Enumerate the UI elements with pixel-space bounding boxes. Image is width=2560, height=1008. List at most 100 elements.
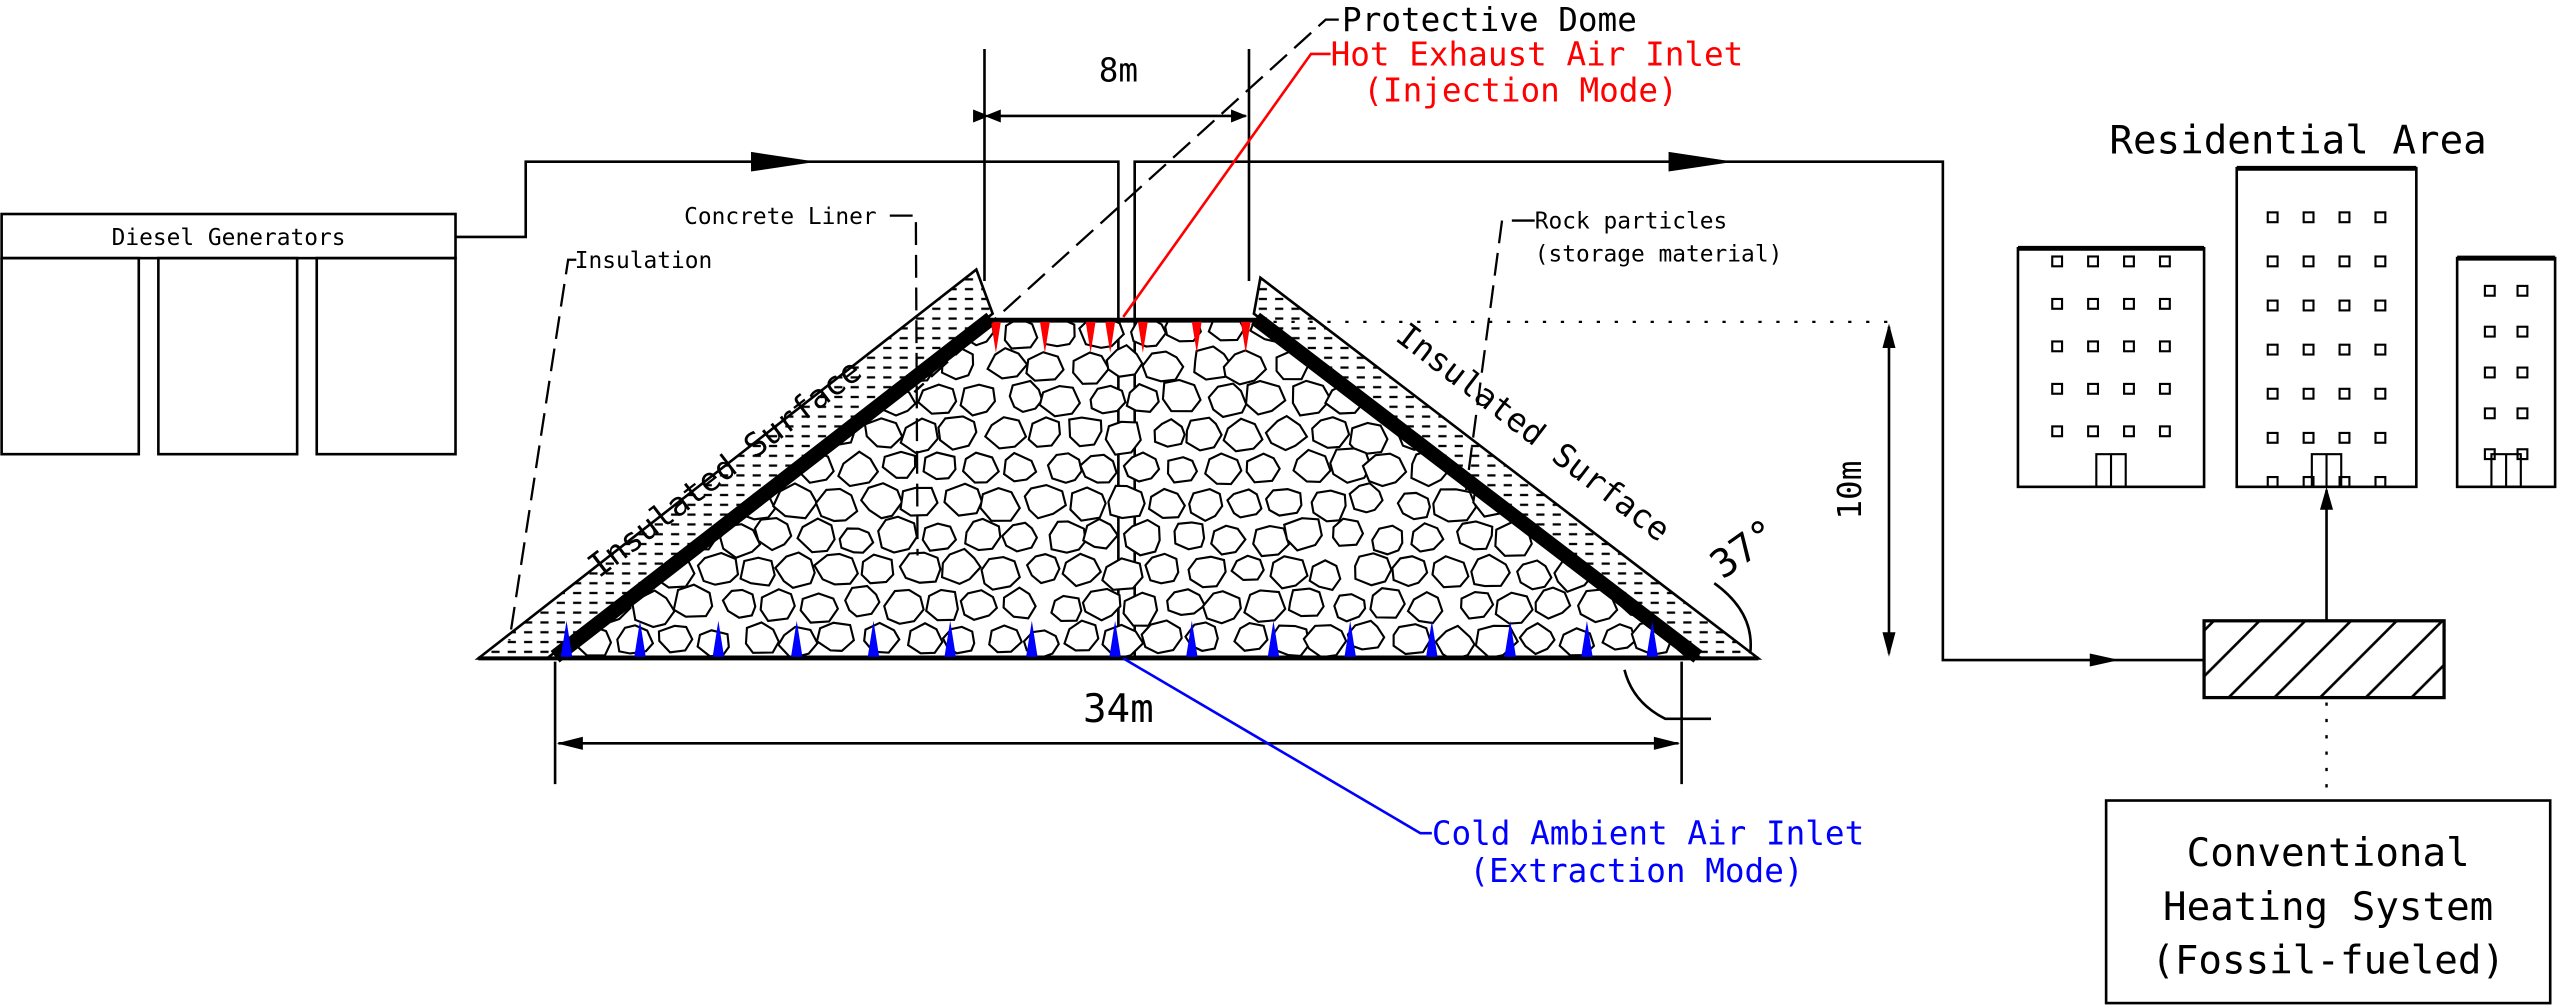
generator-unit	[157, 256, 299, 456]
cold-nozzle-icon	[1504, 620, 1516, 657]
cold-nozzle-icon	[712, 620, 725, 657]
rock	[979, 487, 1021, 522]
residential-buildings	[2016, 165, 2557, 489]
window	[2374, 343, 2387, 356]
rock	[1230, 554, 1265, 582]
window	[2302, 255, 2315, 268]
rock	[1226, 488, 1263, 519]
rock	[1698, 385, 1729, 414]
rock	[796, 517, 836, 554]
rock	[1434, 624, 1476, 657]
rock	[1640, 421, 1678, 454]
rock	[672, 583, 714, 618]
window	[2302, 343, 2315, 356]
window	[2374, 255, 2387, 268]
rock	[921, 522, 958, 552]
rock	[1348, 421, 1389, 456]
rock	[1101, 557, 1144, 591]
rock	[572, 349, 614, 384]
rock	[1396, 491, 1431, 521]
rock	[814, 487, 859, 523]
rock	[916, 383, 958, 415]
rock	[881, 450, 917, 479]
rock	[799, 592, 840, 624]
rock	[1302, 624, 1348, 657]
rock	[986, 346, 1029, 380]
rock	[558, 346, 571, 384]
rock	[961, 451, 1000, 484]
dim-8m-label: 8m	[1099, 52, 1138, 90]
rock-particles-label-1: Rock particles	[1535, 209, 1728, 235]
rock	[964, 517, 1002, 552]
rock	[1107, 484, 1146, 520]
window	[2051, 340, 2064, 353]
cold-inlet-nozzles	[560, 620, 1658, 657]
cold-nozzle-icon	[560, 620, 573, 657]
rock	[658, 419, 694, 450]
window	[2158, 340, 2171, 353]
cold-nozzle-icon	[1267, 620, 1280, 657]
rock	[718, 320, 759, 352]
rock	[657, 624, 694, 654]
rock	[815, 621, 856, 652]
protective-dome-leader	[913, 18, 1339, 393]
rock	[988, 624, 1023, 654]
window	[2302, 387, 2315, 400]
diesel-generators: Diesel Generators	[0, 212, 457, 456]
rock	[1069, 486, 1107, 522]
rock	[637, 450, 676, 486]
rock	[1081, 587, 1122, 622]
window	[2338, 211, 2351, 224]
hot-inlet-leader	[1122, 52, 1331, 318]
rock	[1244, 379, 1287, 416]
dim-10m-label: 10m	[1831, 461, 1869, 520]
rock	[1264, 488, 1303, 517]
conv-label-1: Conventional	[2187, 831, 2470, 876]
flow-arrow-icon	[1668, 151, 1734, 172]
rock	[863, 417, 904, 449]
rock	[1308, 559, 1342, 592]
window	[2123, 425, 2135, 438]
window	[2338, 255, 2351, 268]
rock	[696, 551, 740, 586]
cold-nozzle-icon	[1026, 620, 1038, 657]
rock	[594, 384, 632, 420]
hot-nozzle-icon	[1105, 321, 1116, 353]
rock	[1141, 350, 1185, 383]
rock	[1125, 382, 1160, 413]
rock	[899, 486, 939, 517]
rock	[1333, 593, 1367, 623]
rock	[1008, 379, 1044, 413]
rock	[588, 449, 627, 481]
concrete-liner-left	[550, 312, 996, 663]
rock	[739, 556, 776, 587]
rock	[721, 588, 757, 619]
rock	[1283, 517, 1323, 552]
concrete-liner-right	[1251, 312, 1703, 663]
rock	[1122, 518, 1161, 557]
window	[2302, 431, 2315, 444]
rock	[1153, 417, 1186, 448]
rock	[1331, 517, 1365, 547]
rock	[773, 348, 814, 380]
rock	[638, 320, 673, 347]
building	[2455, 256, 2557, 489]
rock	[1516, 559, 1553, 591]
rock	[1046, 452, 1083, 484]
rock	[1222, 417, 1264, 453]
rock	[597, 320, 635, 344]
cold-nozzle-icon	[1426, 620, 1438, 657]
cold-inlet-leader	[1122, 657, 1432, 835]
rock	[959, 589, 999, 621]
rock-particles-label-2: (storage material)	[1535, 241, 1783, 267]
rock	[1636, 343, 1680, 379]
window	[2266, 255, 2279, 268]
rock	[1187, 555, 1227, 589]
window	[2266, 211, 2279, 224]
conv-label-3: (Fossil-fueled)	[2151, 939, 2505, 984]
cold-nozzle-icon	[867, 620, 880, 657]
building	[2016, 247, 2206, 489]
rock	[1207, 320, 1246, 342]
rock	[1061, 552, 1103, 588]
rock	[1245, 452, 1281, 484]
